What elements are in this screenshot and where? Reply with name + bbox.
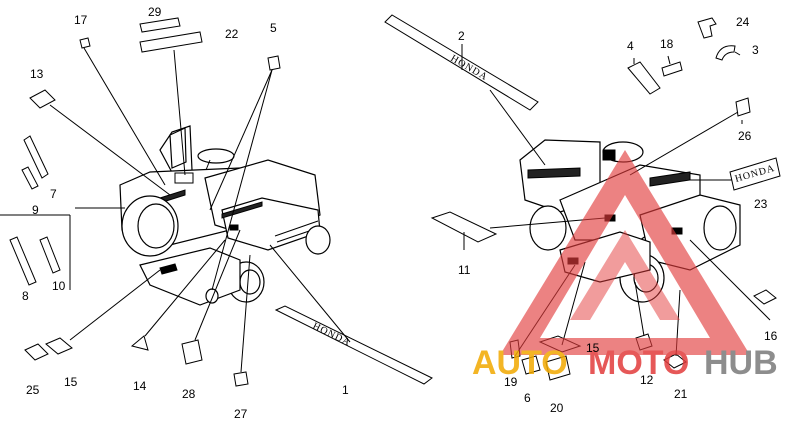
left-leader-lines: [49, 47, 351, 373]
label-29: 29: [148, 5, 162, 19]
label-8: 8: [22, 289, 29, 303]
decal-1-honda-stripe: [274, 305, 433, 385]
left-tractor: [119, 125, 331, 306]
label-24: 24: [736, 15, 750, 29]
decal-25: [24, 343, 49, 361]
label-4: 4: [627, 39, 634, 53]
decal-23-honda-badge: [729, 157, 781, 191]
decal-8: [9, 236, 37, 286]
decal-17: [79, 37, 91, 49]
label-23: 23: [754, 197, 768, 211]
decal-26: [735, 97, 751, 117]
label-27: 27: [234, 407, 248, 421]
label-26: 26: [738, 129, 752, 143]
label-17: 17: [74, 13, 88, 27]
honda-text-bottom: HONDA: [311, 321, 353, 349]
watermark-logo: AUTO MOTO HUB: [472, 150, 778, 382]
decal-14: [130, 335, 149, 351]
label-5: 5: [270, 21, 277, 35]
label-20: 20: [550, 401, 564, 415]
decal-15-left: [45, 337, 73, 355]
decal-20: [545, 355, 571, 381]
label-19: 19: [504, 375, 518, 389]
label-14: 14: [133, 379, 147, 393]
label-21: 21: [674, 387, 688, 401]
decal-10: [39, 236, 61, 274]
label-7: 7: [50, 187, 57, 201]
watermark-moto: MOTO: [588, 344, 689, 382]
triangle-logo-icon: [500, 150, 750, 355]
callout-labels: 17 29 22 5 13 7 9 8 10 25 15 14 28 27 1 …: [22, 5, 778, 421]
decal-29: [139, 17, 181, 33]
decal-21: [663, 353, 687, 369]
label-1: 1: [342, 383, 349, 397]
decal-16: [753, 289, 777, 305]
label-2: 2: [458, 29, 465, 43]
decal-18: [661, 61, 683, 77]
label-15-left: 15: [64, 375, 78, 389]
label-6: 6: [524, 391, 531, 405]
label-15-right: 15: [586, 341, 600, 355]
decal-4: [627, 61, 661, 95]
label-28: 28: [182, 387, 196, 401]
label-25: 25: [26, 383, 40, 397]
honda-text-top: HONDA: [449, 53, 490, 83]
decal-22: [139, 31, 203, 53]
label-3: 3: [752, 43, 759, 57]
decal-28: [181, 339, 203, 365]
label-18: 18: [660, 37, 674, 51]
label-10: 10: [52, 279, 66, 293]
decal-9: [21, 166, 39, 190]
decal-5: [267, 55, 281, 71]
watermark-hub: HUB: [704, 344, 778, 382]
decal-3: [715, 45, 736, 61]
label-9: 9: [32, 203, 39, 217]
label-11: 11: [458, 263, 471, 277]
label-13: 13: [30, 67, 44, 81]
decal-27: [233, 371, 249, 387]
watermark-auto: AUTO: [472, 344, 568, 382]
label-16: 16: [764, 329, 778, 343]
decal-24: [697, 17, 717, 39]
decal-13: [29, 89, 56, 109]
decal-7: [23, 135, 49, 179]
decal-6: [521, 355, 541, 375]
inner-chevron-icon: [570, 230, 680, 320]
label-12: 12: [640, 373, 654, 387]
label-22: 22: [225, 27, 239, 41]
decal-11: [430, 211, 498, 243]
